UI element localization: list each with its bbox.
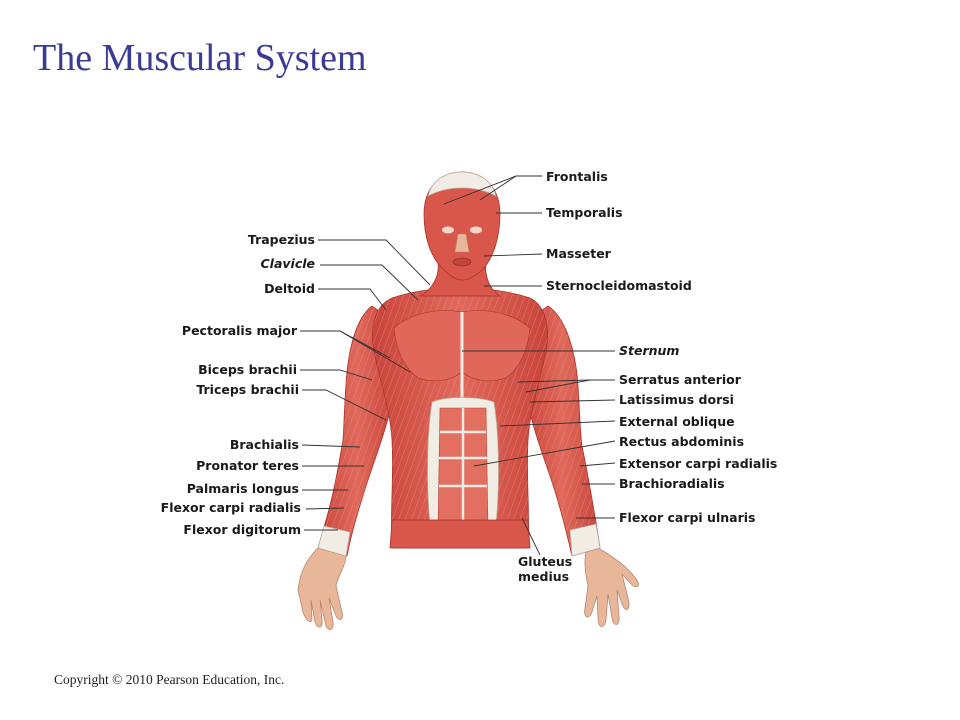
- label-gluteus: Gluteus: [518, 554, 572, 569]
- leader-latissimus-dorsi: [529, 399, 616, 403]
- label-frontalis: Frontalis: [546, 169, 608, 184]
- label-biceps-brachii: Biceps brachii: [198, 362, 297, 377]
- leader-external-oblique: [499, 420, 616, 427]
- labels-right: Frontalis Temporalis Masseter Sternoclei…: [546, 169, 777, 525]
- label-rectus-abdominis: Rectus abdominis: [619, 434, 744, 449]
- leader-flexor-carpi-radialis: [305, 507, 345, 510]
- label-temporalis: Temporalis: [546, 205, 623, 220]
- label-sternum: Sternum: [619, 343, 679, 358]
- label-flexor-digitorum: Flexor digitorum: [183, 522, 301, 537]
- labels-bottom: Gluteus medius: [518, 554, 572, 584]
- label-medius: medius: [518, 569, 569, 584]
- label-brachialis: Brachialis: [230, 437, 299, 452]
- leader-lines: [300, 175, 616, 556]
- labels-left: Trapezius Clavicle Deltoid Pectoralis ma…: [161, 232, 315, 537]
- leader-pectoralis-major-2: [339, 330, 411, 373]
- pelvic-region: [389, 519, 531, 549]
- right-wrist-tendons: [569, 523, 601, 557]
- leader-deltoid: [318, 288, 387, 311]
- leader-serratus-anterior-b: [525, 379, 591, 393]
- leader-triceps-brachii: [302, 389, 387, 421]
- mouth: [452, 257, 472, 267]
- label-palmaris-longus: Palmaris longus: [187, 481, 299, 496]
- label-pectoralis-major: Pectoralis major: [182, 323, 298, 338]
- figure-illustration: [297, 171, 639, 630]
- label-triceps-brachii: Triceps brachii: [196, 382, 299, 397]
- label-masseter: Masseter: [546, 246, 612, 261]
- label-extensor-carpi-radialis: Extensor carpi radialis: [619, 456, 777, 471]
- tendinous-intersections: [439, 408, 487, 530]
- right-hand: [584, 547, 639, 627]
- left-eye: [442, 226, 454, 234]
- label-deltoid: Deltoid: [264, 281, 315, 296]
- left-pectoral: [393, 310, 463, 382]
- left-hand: [297, 547, 347, 630]
- copyright-notice: Copyright © 2010 Pearson Education, Inc.: [54, 672, 285, 687]
- label-brachioradialis: Brachioradialis: [619, 476, 725, 491]
- leader-rectus-abdominis: [473, 440, 616, 467]
- leader-trapezius: [318, 239, 431, 286]
- right-eye: [470, 226, 482, 234]
- label-clavicle: Clavicle: [261, 256, 316, 271]
- label-external-oblique: External oblique: [619, 414, 735, 429]
- leader-extensor-carpi-radialis: [579, 462, 616, 467]
- leader-clavicle: [320, 264, 419, 301]
- frontalis-aponeurosis: [427, 171, 497, 197]
- slide-title: The Muscular System: [33, 37, 367, 79]
- label-flexor-carpi-radialis: Flexor carpi radialis: [161, 500, 301, 515]
- leader-brachialis: [301, 444, 361, 448]
- left-wrist-tendons: [317, 525, 351, 557]
- label-flexor-carpi-ulnaris: Flexor carpi ulnaris: [619, 510, 755, 525]
- leader-biceps-brachii: [300, 369, 373, 381]
- leader-frontalis-b: [479, 175, 517, 201]
- label-pronator-teres: Pronator teres: [196, 458, 299, 473]
- nose: [454, 233, 470, 253]
- label-serratus-anterior: Serratus anterior: [619, 372, 742, 387]
- leader-gluteus-medius: [521, 517, 541, 556]
- label-trapezius: Trapezius: [248, 232, 315, 247]
- right-pectoral: [461, 310, 531, 382]
- leader-masseter: [483, 253, 543, 257]
- label-sternocleidomastoid: Sternocleidomastoid: [546, 278, 692, 293]
- label-latissimus-dorsi: Latissimus dorsi: [619, 392, 734, 407]
